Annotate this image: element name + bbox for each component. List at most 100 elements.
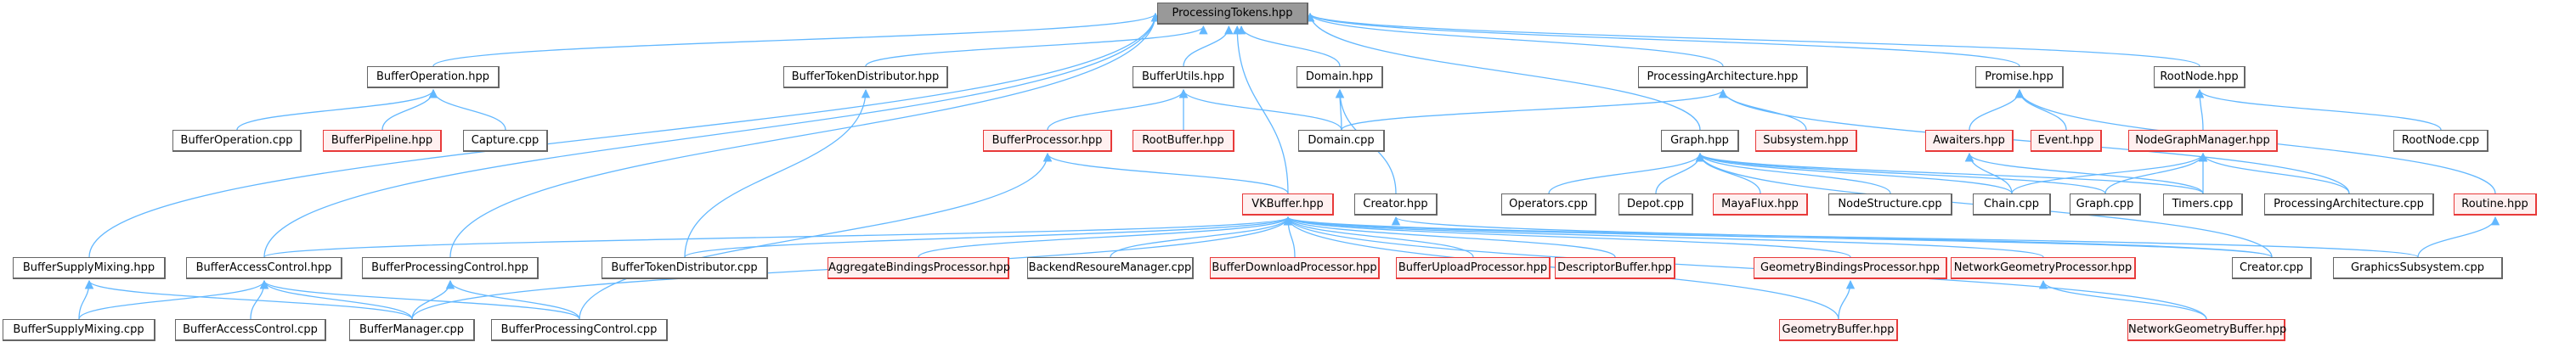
node-routine-hpp[interactable]: Routine.hpp [2454,193,2537,216]
node-bufferpipeline-hpp[interactable]: BufferPipeline.hpp [323,130,442,152]
node-bufferprocessingcontrol-cpp[interactable]: BufferProcessingControl.cpp [491,319,668,341]
edge-buffermanager-cpp-to-bufferaccesscontrol-hpp [259,279,413,320]
node-creator-cpp[interactable]: Creator.cpp [2232,257,2312,279]
node-domain-hpp[interactable]: Domain.hpp [1296,66,1383,88]
edge-networkgeometrybuffer-hpp-to-networkgeometryprocessor-hpp [2038,279,2207,320]
edge-graph-cpp-to-nodegraphmanager-hpp [2104,152,2208,194]
edge-processingarchitecture-cpp-to-nodegraphmanager-hpp [2198,152,2350,194]
node-mayaflux-hpp[interactable]: MayaFlux.hpp [1713,193,1808,216]
edge-nodegraphmanager-hpp-to-rootnode-hpp [2195,88,2205,131]
edge-bufferprocessingcontrol-hpp-to-processingtokens-hpp [449,12,1161,258]
edge-domain-hpp-to-processingtokens-hpp [1236,25,1341,67]
node-networkgeometryprocessor-hpp[interactable]: NetworkGeometryProcessor.hpp [1951,257,2136,279]
node-geometrybuffer-hpp[interactable]: GeometryBuffer.hpp [1779,319,1898,341]
edge-rootnode-hpp-to-processingtokens-hpp [1306,12,2200,67]
node-capture-cpp[interactable]: Capture.cpp [463,130,548,152]
node-domain-cpp[interactable]: Domain.cpp [1298,130,1385,152]
node-depot-cpp[interactable]: Depot.cpp [1618,193,1693,216]
edge-networkgeometrybuffer-hpp-to-vkbuffer-hpp [1283,216,2207,320]
edge-timers-cpp-to-graph-hpp [1696,152,2204,194]
edge-awaiters-hpp-to-promise-hpp [1969,88,2025,131]
node-event-hpp[interactable]: Event.hpp [2031,130,2102,152]
edge-chain-cpp-to-graph-hpp [1695,152,2013,194]
edge-graphicssubsystem-cpp-to-vkbuffer-hpp [1284,216,2419,258]
node-graphicssubsystem-cpp[interactable]: GraphicsSubsystem.cpp [2333,257,2503,279]
edge-promise-hpp-to-processingtokens-hpp [1306,12,2020,67]
edge-backendresouremanager-cpp-to-vkbuffer-hpp [1110,216,1293,258]
node-geometrybindingsprocessor-hpp[interactable]: GeometryBindingsProcessor.hpp [1754,257,1947,279]
node-bufferutils-hpp[interactable]: BufferUtils.hpp [1133,66,1234,88]
node-bufferprocessor-hpp[interactable]: BufferProcessor.hpp [983,130,1112,152]
node-nodestructure-cpp[interactable]: NodeStructure.cpp [1828,193,1952,216]
node-creator-hpp[interactable]: Creator.hpp [1354,193,1438,216]
edge-buffertokendistributor-hpp-to-processingtokens-hpp [865,25,1208,67]
node-graph-cpp[interactable]: Graph.cpp [2070,193,2141,216]
edge-timers-cpp-to-awaiters-hpp [1964,152,2204,194]
node-descriptorbuffer-hpp[interactable]: DescriptorBuffer.hpp [1555,257,1675,279]
edge-graph-cpp-to-graph-hpp [1695,152,2106,194]
edge-buffersupplymixing-cpp-to-buffersupplymixing-hpp [78,279,94,320]
node-timers-cpp[interactable]: Timers.cpp [2163,193,2243,216]
node-rootnode-hpp[interactable]: RootNode.hpp [2154,66,2246,88]
node-processingarchitecture-cpp[interactable]: ProcessingArchitecture.cpp [2264,193,2434,216]
edge-bufferprocessingcontrol-cpp-to-bufferprocessingcontrol-hpp [445,279,580,320]
edge-graphicssubsystem-cpp-to-routine-hpp [2417,216,2500,258]
node-subsystem-hpp[interactable]: Subsystem.hpp [1755,130,1857,152]
edge-bufferutils-hpp-to-processingtokens-hpp [1183,25,1234,67]
edge-aggregatebindingsprocessor-hpp-to-vkbuffer-hpp [918,216,1293,258]
node-bufferuploadprocessor-hpp[interactable]: BufferUploadProcessor.hpp [1396,257,1551,279]
node-buffertokendistributor-hpp[interactable]: BufferTokenDistributor.hpp [783,66,948,88]
node-bufferoperation-hpp[interactable]: BufferOperation.hpp [367,66,500,88]
edge-operators-cpp-to-graph-hpp [1548,152,1705,194]
node-bufferdownloadprocessor-hpp[interactable]: BufferDownloadProcessor.hpp [1210,257,1380,279]
edge-bufferprocessingcontrol-cpp-to-bufferaccesscontrol-hpp [259,279,580,320]
edge-domain-cpp-to-processingarchitecture-hpp [1341,88,1728,131]
node-rootnode-cpp[interactable]: RootNode.cpp [2393,130,2488,152]
node-bufferoperation-cpp[interactable]: BufferOperation.cpp [172,130,302,152]
edge-creator-cpp-to-vkbuffer-hpp [1284,216,2273,258]
node-networkgeometrybuffer-hpp[interactable]: NetworkGeometryBuffer.hpp [2127,319,2286,341]
node-operators-cpp[interactable]: Operators.cpp [1501,193,1596,216]
edge-buffertokendistributor-cpp-to-vkbuffer-hpp [684,216,1292,258]
edge-capture-cpp-to-bufferoperation-hpp [428,88,506,131]
edge-vkbuffer-hpp-to-bufferprocessor-hpp [1042,152,1289,194]
node-vkbuffer-hpp[interactable]: VKBuffer.hpp [1242,193,1334,216]
node-backendresouremanager-cpp[interactable]: BackendResoureManager.cpp [1027,257,1194,279]
node-promise-hpp[interactable]: Promise.hpp [1975,66,2064,88]
node-rootbuffer-hpp[interactable]: RootBuffer.hpp [1133,130,1234,152]
edge-bufferoperation-hpp-to-processingtokens-hpp [432,12,1160,67]
edge-bufferaccesscontrol-hpp-to-vkbuffer-hpp [263,216,1292,258]
edge-event-hpp-to-promise-hpp [2014,88,2067,131]
edge-mayaflux-hpp-to-graph-hpp [1695,152,1761,194]
edge-bufferprocessor-hpp-to-bufferutils-hpp [1047,88,1189,131]
edge-geometrybindingsprocessor-hpp-to-vkbuffer-hpp [1284,216,1851,258]
edge-buffersupplymixing-cpp-to-bufferaccesscontrol-hpp [78,279,269,320]
edge-nodestructure-cpp-to-graph-hpp [1695,152,1891,194]
node-processingarchitecture-hpp[interactable]: ProcessingArchitecture.hpp [1638,66,1808,88]
edge-chain-cpp-to-awaiters-hpp [1964,152,2013,194]
node-graph-hpp[interactable]: Graph.hpp [1661,130,1739,152]
node-bufferaccesscontrol-hpp[interactable]: BufferAccessControl.hpp [186,257,342,279]
node-buffertokendistributor-cpp[interactable]: BufferTokenDistributor.cpp [602,257,768,279]
edge-geometrybuffer-hpp-to-geometrybindingsprocessor-hpp [1838,279,1856,320]
node-buffersupplymixing-hpp[interactable]: BufferSupplyMixing.hpp [13,257,166,279]
edge-networkgeometryprocessor-hpp-to-vkbuffer-hpp [1284,216,2044,258]
edge-descriptorbuffer-hpp-to-vkbuffer-hpp [1283,216,1616,258]
edge-processingarchitecture-hpp-to-processingtokens-hpp [1305,12,1724,67]
node-nodegraphmanager-hpp[interactable]: NodeGraphManager.hpp [2128,130,2278,152]
edge-buffersupplymixing-hpp-to-processingtokens-hpp [88,12,1161,258]
node-buffersupplymixing-cpp[interactable]: BufferSupplyMixing.cpp [3,319,155,341]
node-awaiters-hpp[interactable]: Awaiters.hpp [1925,130,2014,152]
edge-buffermanager-cpp-to-buffersupplymixing-hpp [84,279,413,320]
node-bufferaccesscontrol-cpp[interactable]: BufferAccessControl.cpp [175,319,326,341]
node-buffermanager-cpp[interactable]: BufferManager.cpp [349,319,475,341]
edge-chain-cpp-to-nodegraphmanager-hpp [2011,152,2208,194]
node-bufferprocessingcontrol-hpp[interactable]: BufferProcessingControl.hpp [362,257,539,279]
edge-depot-cpp-to-graph-hpp [1655,152,1705,194]
edge-rootnode-cpp-to-rootnode-hpp [2195,88,2442,131]
edge-buffertokendistributor-cpp-to-buffertokendistributor-hpp [684,88,871,258]
node-processingtokens-hpp: ProcessingTokens.hpp [1157,3,1308,25]
node-aggregatebindingsprocessor-hpp[interactable]: AggregateBindingsProcessor.hpp [828,257,1010,279]
node-chain-cpp[interactable]: Chain.cpp [1973,193,2051,216]
